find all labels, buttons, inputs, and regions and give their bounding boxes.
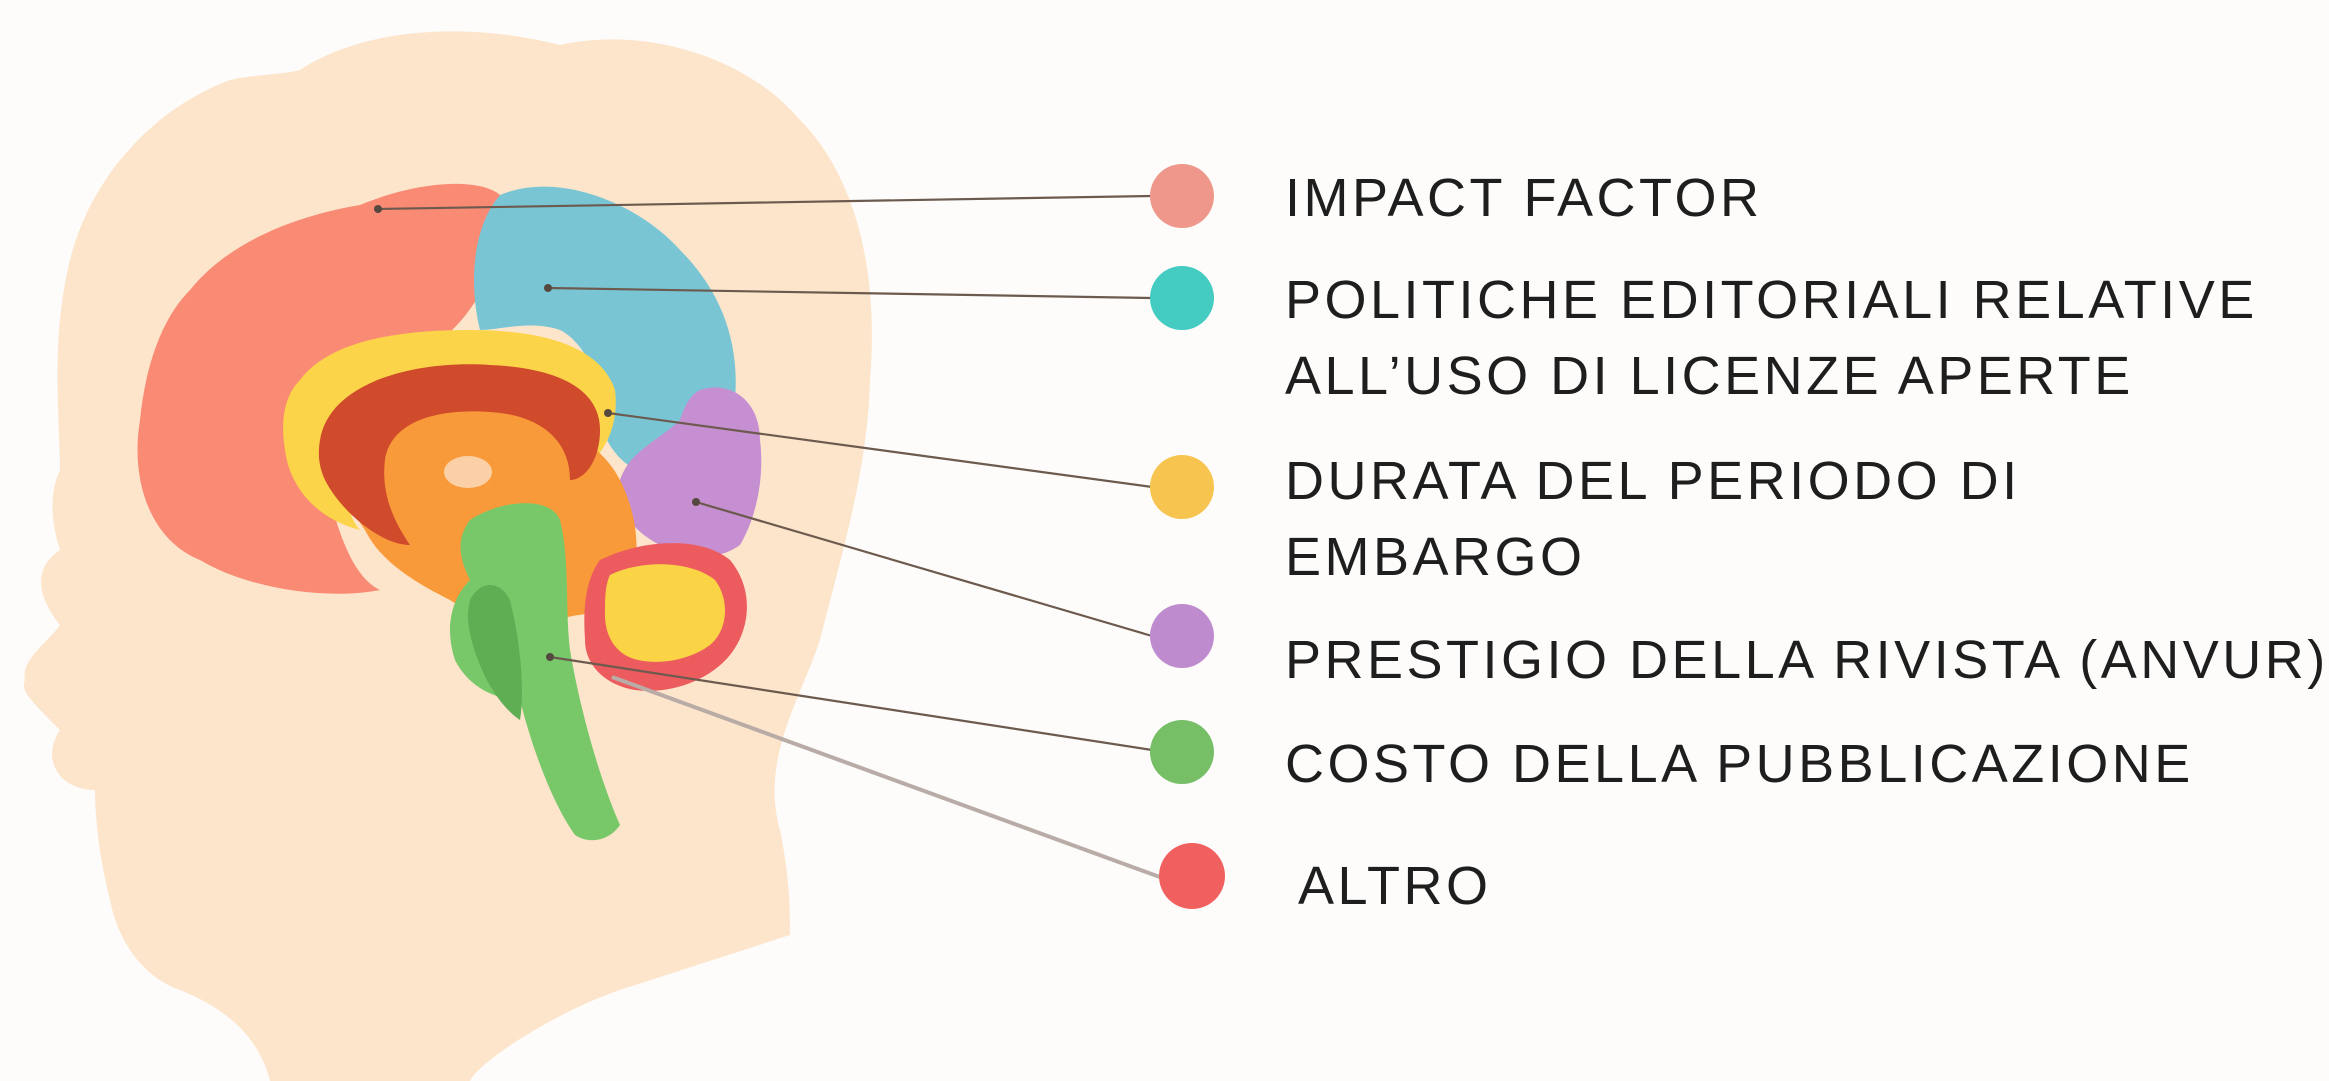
leader-line-durata — [607, 411, 1153, 489]
legend-label-line: ALTRO — [1298, 856, 1492, 916]
leader-line-politiche — [547, 286, 1153, 300]
legend-dot-politiche — [1150, 266, 1214, 330]
legend-label-line: PRESTIGIO DELLA RIVISTA (ANVUR) — [1285, 630, 2329, 690]
cerebellum-core — [605, 564, 726, 662]
legend-dots — [1150, 164, 1225, 909]
legend-label-costo: COSTO DELLA PUBBLICAZIONE — [1285, 726, 2194, 802]
thalamus — [444, 456, 492, 488]
parietal-lobe — [474, 186, 736, 480]
legend-label-line: DURATA DEL PERIODO DI — [1285, 451, 2021, 511]
legend-label-line: POLITICHE EDITORIALI RELATIVE — [1285, 270, 2258, 330]
leader-line-prestigio — [695, 500, 1153, 638]
legend-label-line: ALL’USO DI LICENZE APERTE — [1285, 346, 2134, 406]
legend-dot-durata — [1150, 455, 1214, 519]
leader-dots — [374, 205, 700, 661]
legend-label-altro: ALTRO — [1298, 848, 1492, 924]
leader-line-costo — [549, 655, 1153, 752]
legend-label-politiche: POLITICHE EDITORIALI RELATIVE ALL’USO DI… — [1285, 262, 2258, 414]
legend-label-impact: IMPACT FACTOR — [1285, 160, 1763, 236]
legend-dot-costo — [1150, 720, 1214, 784]
leader-lines — [377, 194, 1153, 752]
corpus-callosum — [318, 364, 600, 545]
legend-dot-impact — [1150, 164, 1214, 228]
legend-label-durata: DURATA DEL PERIODO DI EMBARGO — [1285, 443, 2021, 595]
legend-label-line: EMBARGO — [1285, 527, 1586, 587]
legend-dot-prestigio — [1150, 604, 1214, 668]
brainstem-shade — [468, 585, 522, 720]
legend-label-line: COSTO DELLA PUBBLICAZIONE — [1285, 734, 2194, 794]
legend-label-line: IMPACT FACTOR — [1285, 168, 1763, 228]
leader-line-altro — [611, 675, 1169, 882]
legend-label-prestigio: PRESTIGIO DELLA RIVISTA (ANVUR) — [1285, 622, 2329, 698]
leader-line-impact — [377, 194, 1153, 211]
legend-dot-altro — [1159, 843, 1225, 909]
